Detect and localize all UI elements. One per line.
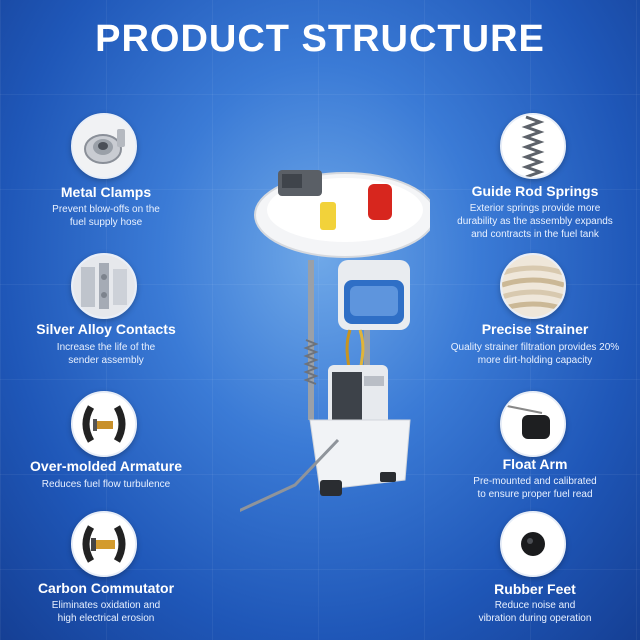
feature-desc: Quality strainer filtration provides 20%… [450,342,620,366]
armature-icon [71,391,137,457]
silver-contacts-icon [71,253,137,319]
rubber-feet-icon [500,511,566,577]
page-title: PRODUCT STRUCTURE [95,18,545,60]
feature-title: Silver Alloy Contacts [36,321,176,337]
fuel-pump-assembly-image [168,150,436,590]
spring-icon [500,113,566,179]
feature-title: Over-molded Armature [30,458,182,474]
feature-title: Rubber Feet [494,581,576,597]
feature-title: Precise Strainer [481,321,589,337]
strainer-icon [500,253,566,319]
feature-desc: Reduces fuel flow turbulence [41,479,171,490]
metal-clamp-icon [71,113,137,179]
commutator-icon [71,511,137,577]
float-arm-icon [500,391,566,457]
feature-title: Metal Clamps [60,184,152,200]
feature-title: Carbon Commutator [37,580,175,596]
feature-title: Guide Rod Springs [471,183,599,199]
feature-title: Float Arm [502,456,568,472]
